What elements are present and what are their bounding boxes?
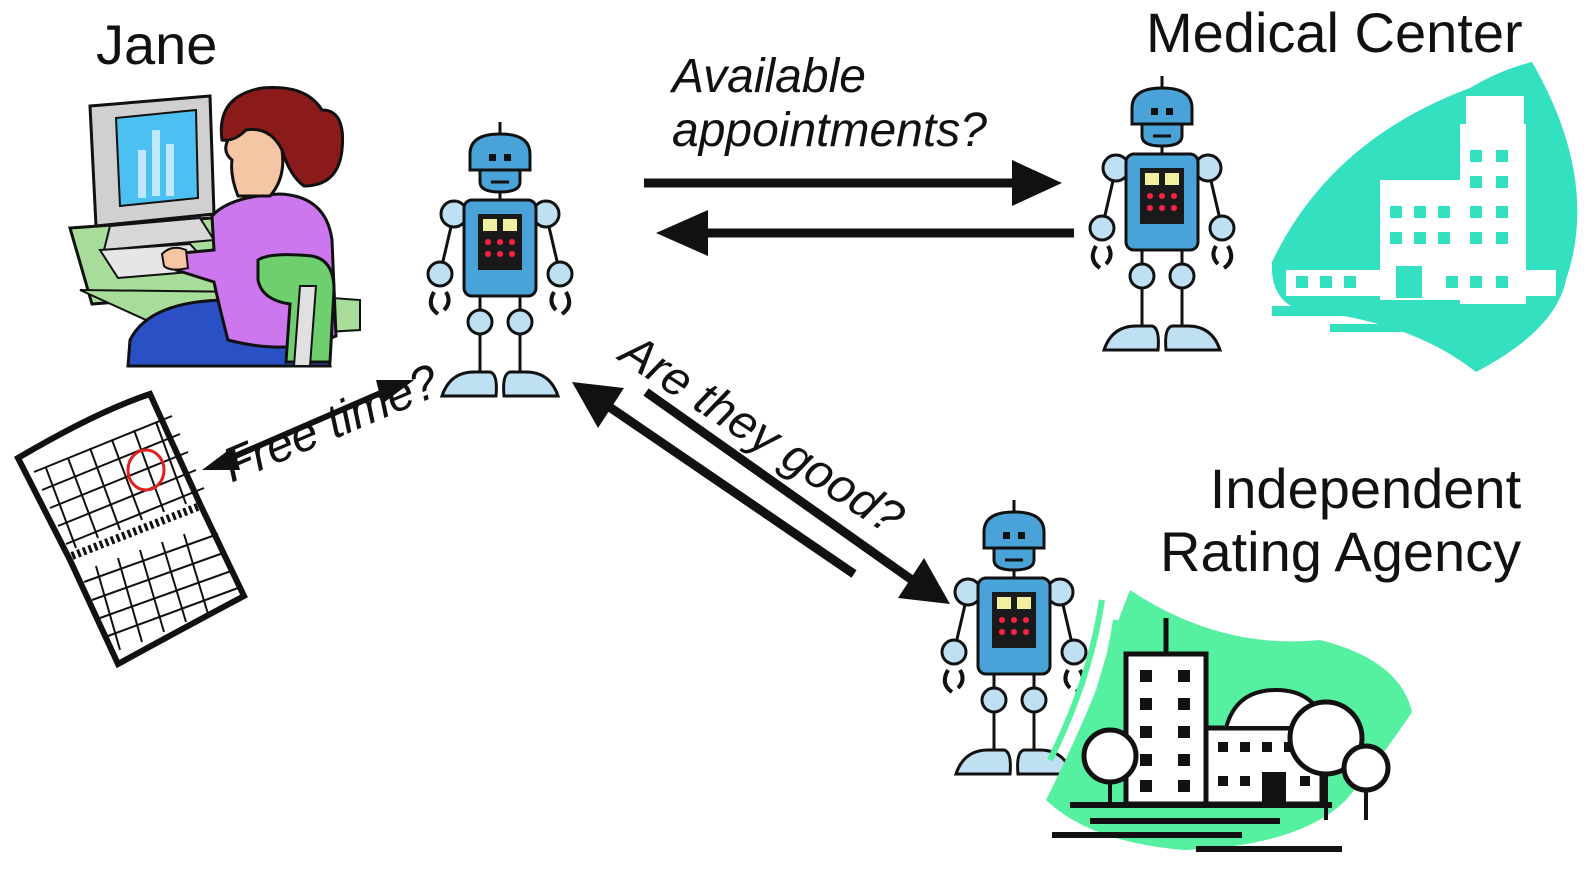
arrow-from-medical bbox=[656, 210, 1074, 256]
rating-agency-label: Independent Rating Agency bbox=[1160, 457, 1522, 583]
medical-center-illustration bbox=[1271, 62, 1578, 372]
jane-computer-illustration bbox=[68, 85, 361, 368]
jane-label: Jane bbox=[96, 13, 218, 76]
rating-agency-illustration bbox=[1046, 590, 1412, 852]
available-label-line1: Available bbox=[672, 50, 866, 103]
medical-center-label: Medical Center bbox=[1146, 1, 1523, 64]
arrow-calendar-jane-agent bbox=[202, 380, 414, 470]
rating-agency-label-line2: Rating Agency bbox=[1160, 519, 1522, 583]
medical-agent-robot bbox=[1088, 74, 1236, 352]
arrow-to-agency bbox=[643, 388, 950, 604]
calendar-illustration bbox=[14, 390, 248, 669]
available-label-line2: appointments? bbox=[672, 103, 987, 157]
available-appointments-label: Available appointments? bbox=[672, 50, 987, 158]
arrow-to-medical bbox=[644, 160, 1062, 206]
arrow-from-agency bbox=[572, 382, 857, 578]
jane-agent-robot bbox=[426, 120, 574, 398]
rating-agency-label-line1: Independent bbox=[1209, 457, 1522, 520]
